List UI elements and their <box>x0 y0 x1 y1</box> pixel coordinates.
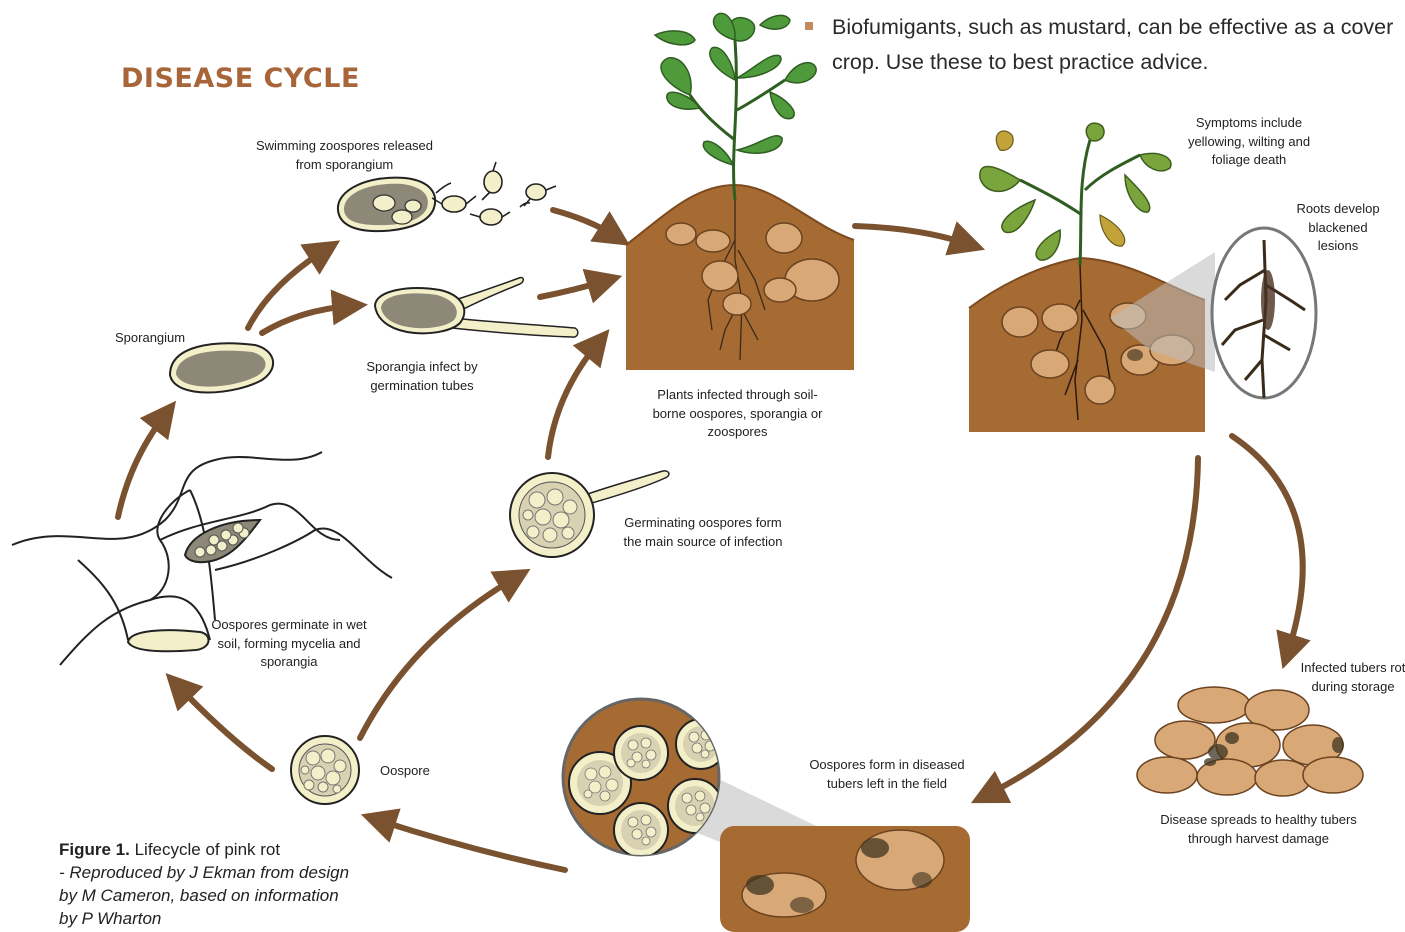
arrow-tubes-to-plant <box>540 281 605 297</box>
label-sporangia-infect: Sporangia infect by germination tubes <box>352 358 492 395</box>
figure-title: Lifecycle of pink rot <box>130 840 280 859</box>
bullet-square-icon <box>805 22 813 30</box>
arrow-oospore-to-mycelia <box>178 686 272 769</box>
label-disease-spreads: Disease spreads to healthy tubers throug… <box>1146 811 1371 848</box>
page-title: DISEASE CYCLE <box>121 63 360 94</box>
label-plants-infected: Plants infected through soil-borne oospo… <box>650 386 825 442</box>
arrow-infected-to-storage <box>1232 436 1303 652</box>
label-swimming-zoospores: Swimming zoospores released from sporang… <box>252 137 437 174</box>
arrow-zoospores-to-plant <box>553 210 615 236</box>
figure-label: Figure 1. <box>59 840 130 859</box>
oospore-illustration <box>291 736 359 804</box>
arrow-sporangium-to-tubes <box>262 306 350 333</box>
mycelia-base-spore <box>128 630 209 651</box>
label-germinating-oospores: Germinating oospores form the main sourc… <box>618 514 788 551</box>
germinating-sporangium <box>375 278 578 338</box>
arrow-plant-to-infected <box>855 226 968 244</box>
label-roots-lesions: Roots develop blackened lesions <box>1288 200 1388 256</box>
field-tubers-illustration <box>690 770 970 932</box>
swimming-zoospores <box>432 162 556 225</box>
sporangium-illustration <box>170 343 273 392</box>
label-oospore: Oospore <box>380 762 460 781</box>
label-oospores-germinate: Oospores germinate in wet soil, forming … <box>208 616 370 672</box>
zoospore-sporangium <box>338 178 435 231</box>
storage-tubers-illustration <box>1137 687 1363 796</box>
label-infected-tubers-rot: Infected tubers rot during storage <box>1298 659 1405 696</box>
arrow-mycelia-to-sporangium <box>118 415 165 517</box>
label-symptoms: Symptoms include yellowing, wilting and … <box>1174 114 1324 170</box>
label-oospores-form: Oospores form in diseased tubers left in… <box>808 756 966 793</box>
label-sporangium: Sporangium <box>115 329 225 348</box>
arrow-sporangium-to-zoospores <box>248 250 325 328</box>
arrow-field-to-oospore <box>378 820 565 870</box>
figure-credit: - Reproduced by J Ekman from design by M… <box>59 863 349 928</box>
figure-caption: Figure 1. Lifecycle of pink rot - Reprod… <box>59 838 359 930</box>
arrow-oospore-to-germinating <box>360 578 515 738</box>
biofumigant-note: Biofumigants, such as mustard, can be ef… <box>805 10 1395 80</box>
biofumigant-note-text: Biofumigants, such as mustard, can be ef… <box>805 10 1395 80</box>
arrow-germinating-to-plant <box>548 343 598 457</box>
